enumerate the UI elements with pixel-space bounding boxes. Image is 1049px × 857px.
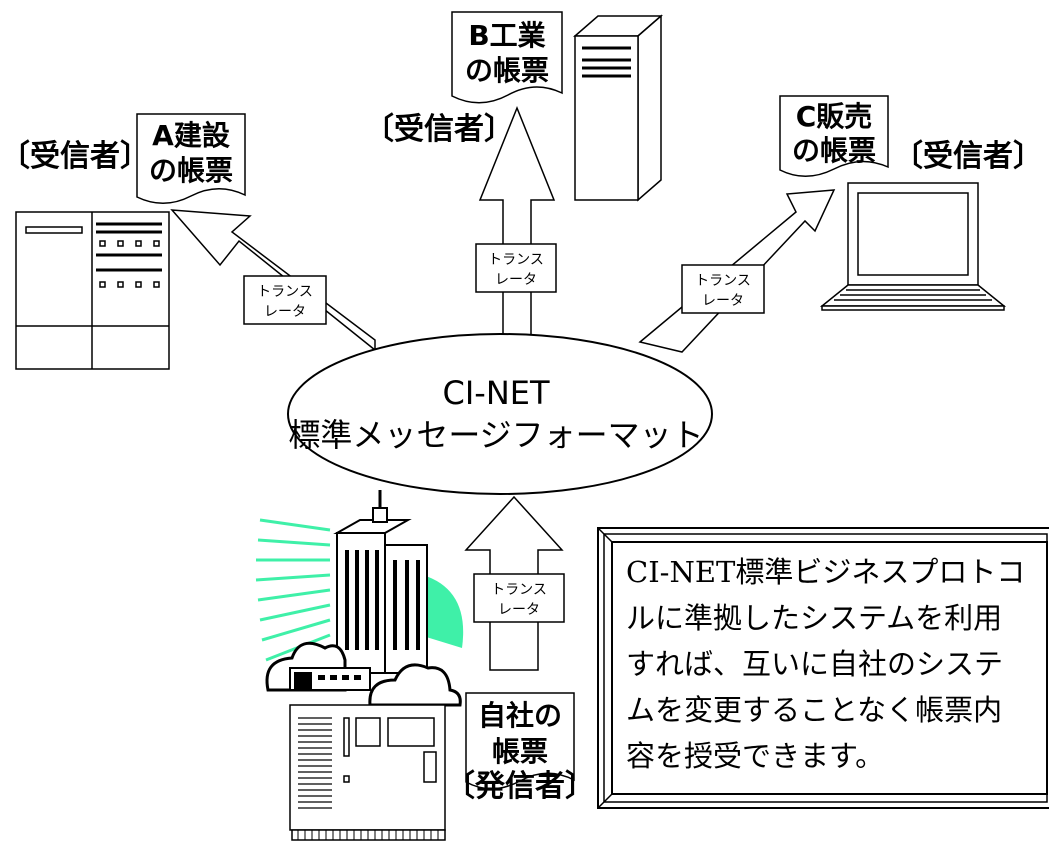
- role-label-b: 〔受信者〕: [364, 112, 514, 147]
- translator-b-line1: トランス: [488, 252, 544, 268]
- translator-c-line1: トランス: [695, 273, 751, 289]
- arrow-to-b: [478, 105, 556, 336]
- translator-a-line1: トランス: [257, 284, 313, 300]
- note-line-5: 容を授受できます。: [626, 739, 884, 773]
- server-icon-a: [15, 211, 170, 370]
- note-line-1: CI-NET標準ビジネスプロトコ: [626, 555, 1025, 589]
- doc-sender-line1: 自社の: [478, 699, 562, 732]
- doc-b-line1: B工業: [468, 19, 545, 52]
- translator-box-c: トランス レータ: [681, 264, 765, 314]
- doc-a-line2: の帳票: [149, 154, 233, 187]
- doc-a-line1: A建設: [152, 119, 231, 152]
- role-label-c: 〔受信者〕: [893, 139, 1043, 174]
- document-icon-c: C販売 の帳票: [779, 95, 889, 177]
- center-ellipse: [287, 333, 713, 495]
- note-line-4: ムを変更することなく帳票内: [626, 693, 1002, 727]
- document-icon-a: A建設 の帳票: [136, 113, 246, 204]
- note-line-2: ルに準拠したシステムを利用: [626, 601, 1002, 635]
- laptop-icon-c: [819, 182, 1007, 311]
- translator-box-a: トランス レータ: [243, 275, 327, 325]
- sender-computer-icon: [289, 704, 446, 841]
- role-label-sender: 〔発信者〕: [445, 769, 595, 804]
- document-icon-b: B工業 の帳票: [451, 11, 563, 104]
- doc-b-line2: の帳票: [465, 54, 549, 87]
- doc-c-line1: C販売: [796, 100, 873, 133]
- server-icon-b: [572, 14, 664, 202]
- center-line2: 標準メッセージフォーマット: [288, 416, 703, 454]
- doc-c-line2: の帳票: [792, 134, 876, 167]
- translator-c-line2: レータ: [702, 293, 744, 309]
- center-line1: CI-NET: [442, 374, 549, 412]
- building-icon: [255, 490, 464, 707]
- translator-a-line2: レータ: [264, 304, 306, 320]
- translator-s-line1: トランス: [491, 582, 547, 598]
- arrow-to-a: [170, 209, 376, 352]
- role-label-a: 〔受信者〕: [0, 139, 150, 174]
- note-line-3: すれば、互いに自社のシステ: [626, 647, 1003, 681]
- translator-b-line2: レータ: [495, 272, 537, 288]
- translator-s-line2: レータ: [498, 602, 540, 618]
- translator-box-sender: トランス レータ: [473, 573, 565, 623]
- document-icon-sender: 自社の 帳票: [465, 692, 575, 790]
- doc-sender-line2: 帳票: [492, 735, 548, 768]
- note-box: CI-NET標準ビジネスプロトコ ルに準拠したシステムを利用 すれば、互いに自社…: [597, 527, 1049, 809]
- translator-box-b: トランス レータ: [475, 243, 557, 293]
